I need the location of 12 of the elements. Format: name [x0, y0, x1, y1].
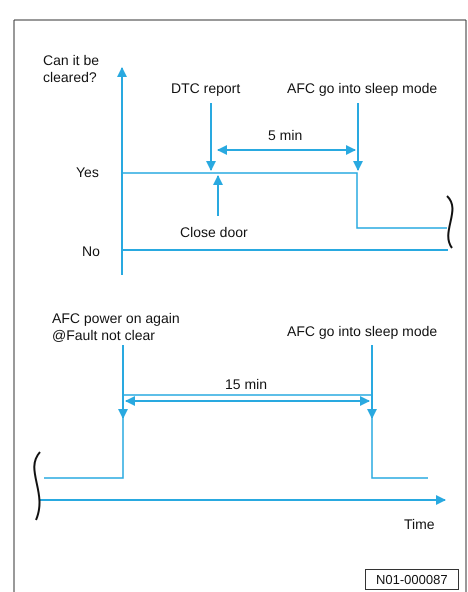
event-label: AFC go into sleep mode [287, 80, 438, 97]
figure-id-label: N01-000087 [365, 569, 459, 590]
event-label: DTC report [171, 80, 240, 97]
axis-title: Time [404, 516, 435, 533]
duration-label: 5 min [268, 127, 302, 144]
event-label: Close door [180, 224, 248, 241]
axis-title: Can it be cleared? [43, 52, 100, 86]
event-label: AFC go into sleep mode [287, 323, 438, 340]
tick-label: No [82, 243, 100, 260]
duration-label: 15 min [225, 376, 268, 393]
tick-label: Yes [76, 164, 99, 181]
event-label: AFC power on again @Fault not clear [52, 310, 181, 344]
